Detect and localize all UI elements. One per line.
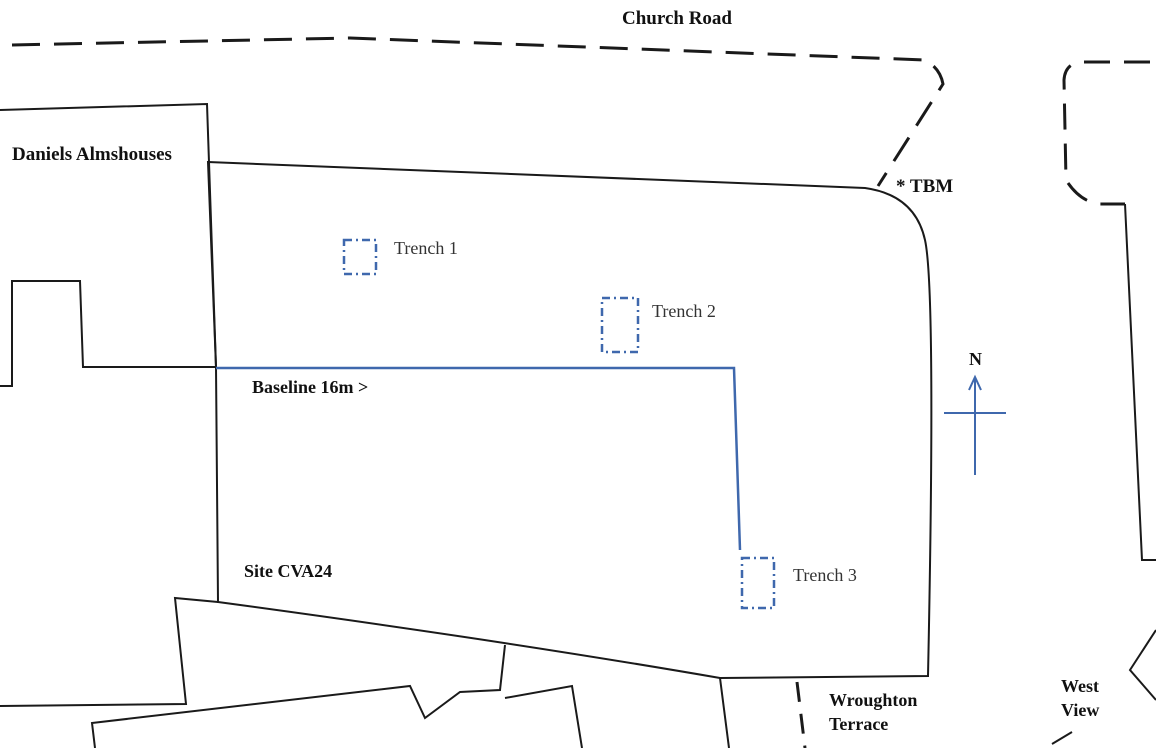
east-building: [1124, 203, 1156, 701]
trench-3-label: Trench 3: [793, 565, 857, 585]
baseline-label: Baseline 16m >: [252, 377, 369, 397]
south-building-middle: [90, 644, 506, 748]
survey-baseline: [216, 366, 742, 551]
west-view-label-line2: View: [1061, 700, 1100, 720]
church-road-edge: [11, 36, 945, 187]
north-arrow-icon: [944, 374, 1006, 475]
south-building-east: [504, 677, 730, 748]
site-name-label: Site CVA24: [244, 561, 333, 581]
wroughton-label-line1: Wroughton: [829, 690, 918, 710]
almshouses-label: Daniels Almshouses: [12, 144, 172, 165]
west-view-edge: [1051, 731, 1073, 745]
north-label: N: [969, 349, 982, 369]
trench-2-outline: [600, 296, 640, 354]
wroughton-terrace-edge: [795, 681, 807, 748]
trench-1-outline: [342, 238, 378, 276]
tbm-label: * TBM: [896, 176, 954, 197]
church-road-label: Church Road: [622, 8, 732, 29]
trench-1-label: Trench 1: [394, 238, 458, 258]
trench-2-label: Trench 2: [652, 301, 716, 321]
trench-3-outline: [740, 556, 776, 610]
south-building-west: [0, 596, 219, 707]
almshouses-building: [0, 102, 218, 387]
east-building-dashed: [1062, 60, 1150, 206]
wroughton-label-line2: Terrace: [829, 714, 889, 734]
site-boundary: [206, 160, 933, 680]
west-view-label-line1: West: [1061, 676, 1099, 696]
